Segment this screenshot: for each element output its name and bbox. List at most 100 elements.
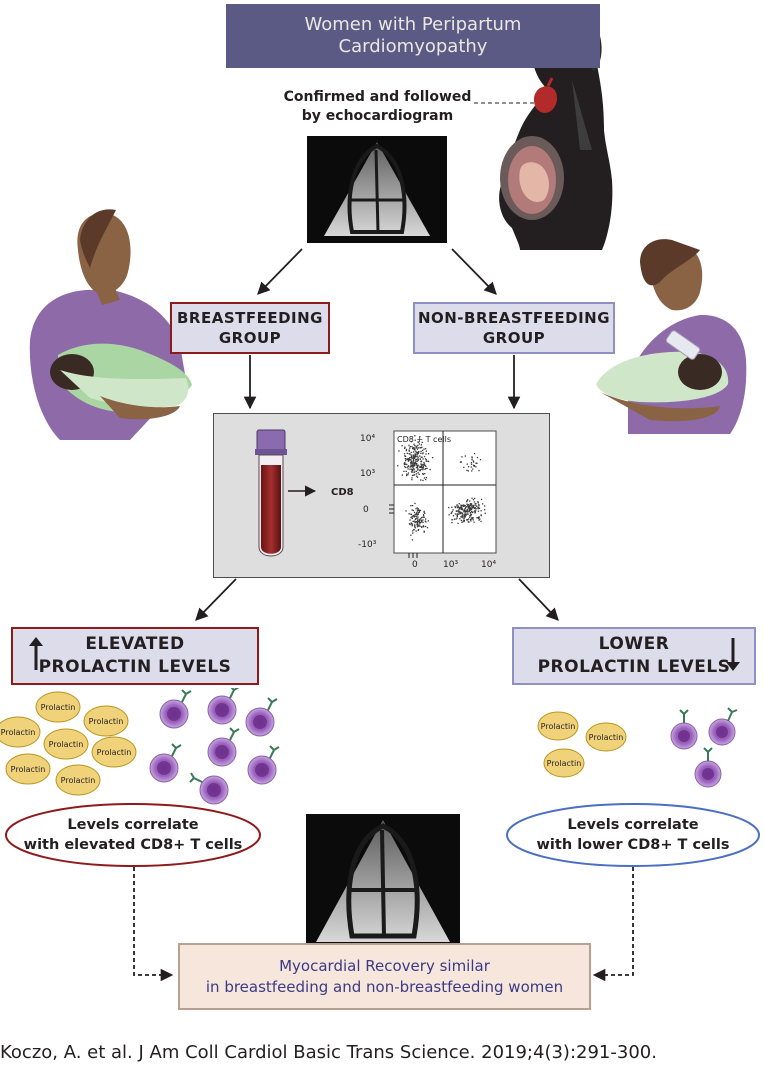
scatter-dot: [415, 466, 418, 469]
scatter-dot: [408, 453, 410, 455]
scatter-dot: [451, 506, 453, 508]
prolactin-cluster-right: Prolactin Prolactin Prolactin: [537, 711, 627, 778]
scatter-dot: [404, 458, 406, 460]
scatter-dot: [415, 508, 417, 510]
lower-correlation-ellipse: [506, 803, 760, 867]
scatter-dot: [414, 447, 416, 449]
scatter-dot: [461, 521, 463, 523]
scatter-dot: [413, 449, 415, 451]
scatter-dot: [415, 450, 417, 453]
echocardiogram-label: Confirmed and followed by echocardiogram: [281, 88, 474, 126]
scatter-dot: [459, 461, 462, 463]
scatter-dot: [415, 513, 417, 515]
scatter-dot: [412, 457, 414, 459]
t-cell-icon: [247, 745, 280, 785]
scatter-dot: [408, 450, 410, 452]
scatter-dot: [412, 463, 414, 465]
scatter-dot: [413, 469, 415, 471]
scatter-dot: [477, 501, 479, 503]
scatter-dot: [422, 453, 424, 455]
scatter-dot: [463, 504, 465, 506]
scatter-dot: [421, 520, 423, 522]
scatter-dot: [405, 470, 407, 472]
scatter-dot: [407, 474, 409, 476]
scatter-dot: [416, 462, 418, 465]
scatter-dot: [420, 450, 422, 452]
scatter-dot: [464, 510, 466, 512]
scatter-dot: [427, 453, 430, 455]
scatter-dot: [403, 453, 406, 455]
scatter-dot: [448, 506, 450, 509]
scatter-dot: [416, 476, 419, 478]
scatter-dot: [423, 511, 425, 514]
scatter-dot: [463, 505, 465, 507]
scatter-dot: [474, 497, 476, 500]
scatter-dot: [414, 518, 417, 521]
scatter-dot: [470, 463, 473, 465]
svg-text:Prolactin: Prolactin: [41, 703, 76, 712]
scatter-dot: [417, 441, 419, 443]
blood-tube-icon: [255, 429, 287, 557]
scatter-dot: [458, 512, 460, 514]
scatter-dot: [474, 506, 476, 509]
scatter-dot: [425, 467, 427, 470]
scatter-dot: [422, 466, 424, 468]
scatter-dot: [423, 461, 425, 464]
scatter-dot: [460, 508, 462, 510]
scatter-dot: [411, 523, 413, 526]
scatter-dot: [413, 520, 415, 522]
scatter-dot: [417, 464, 419, 466]
scatter-dot: [463, 521, 465, 523]
scatter-dot: [415, 473, 418, 475]
scatter-dot: [424, 458, 427, 460]
scatter-dot: [425, 521, 427, 523]
scatter-dot: [473, 501, 476, 503]
svg-text:Prolactin: Prolactin: [11, 765, 46, 774]
non-breastfeeding-group-box: NON-BREASTFEEDING GROUP: [413, 302, 615, 354]
prolactin-cluster-left: Prolactin Prolactin Prolactin Prolactin …: [0, 691, 137, 796]
scatter-dot: [418, 447, 420, 449]
scatter-dot: [418, 451, 420, 453]
scatter-dot: [469, 503, 472, 505]
scatter-dot: [420, 516, 423, 519]
scatter-dot: [475, 503, 477, 505]
scatter-dot: [413, 447, 415, 449]
scatter-dot: [417, 525, 419, 527]
scatter-dot: [421, 467, 423, 469]
scatter-dot: [484, 505, 486, 507]
prolactin-molecule: Prolactin: [43, 728, 89, 760]
t-cell-icon: [149, 743, 182, 783]
scatter-dot: [462, 520, 464, 522]
scatter-dot: [432, 457, 434, 459]
t-cell-icon: [708, 707, 738, 746]
scatter-dot: [455, 518, 457, 520]
scatter-dot: [470, 518, 472, 520]
scatter-dot: [425, 448, 427, 450]
t-cell-icon: [159, 689, 192, 729]
scatter-dot: [413, 474, 416, 476]
scatter-dot: [467, 470, 469, 472]
scatter-dot: [401, 445, 403, 447]
scatter-dot: [408, 459, 410, 461]
scatter-dot: [415, 464, 418, 466]
scatter-dot: [464, 505, 466, 507]
scatter-dot: [424, 473, 426, 475]
elevated-correlation-line-2: with elevated CD8+ T cells: [23, 837, 243, 853]
scatter-dot: [418, 511, 420, 513]
scatter-dot: [458, 513, 460, 515]
scatter-dot: [414, 444, 416, 447]
scatter-dot: [479, 459, 482, 461]
scatter-dot: [407, 472, 410, 474]
scatter-dot: [417, 465, 419, 468]
scatter-dot: [456, 504, 458, 506]
scatter-dot: [454, 506, 457, 509]
scatter-dot: [461, 512, 463, 514]
scatter-dot: [409, 468, 411, 470]
scatter-dot: [453, 518, 456, 520]
scatter-dot: [422, 469, 424, 471]
t-cell-cluster-right: [670, 707, 738, 788]
scatter-dot: [451, 510, 453, 513]
scatter-dot: [403, 464, 406, 466]
flow-arrows: [133, 248, 634, 982]
scatter-dot: [480, 510, 482, 512]
